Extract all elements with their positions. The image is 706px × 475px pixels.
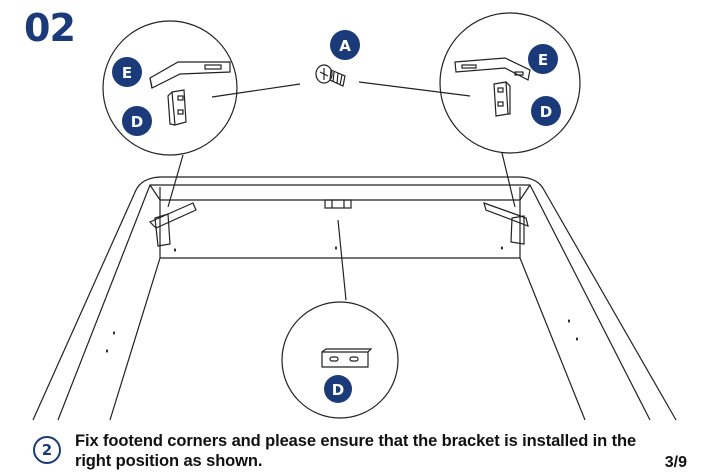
page-indicator: 3/9 <box>664 454 687 471</box>
center-detail-circle <box>281 301 399 419</box>
left-detail-circle <box>102 20 238 156</box>
assembly-diagram: A E D E D D <box>32 12 677 421</box>
svg-text:D: D <box>540 103 552 121</box>
left-corner-bracket <box>148 202 197 247</box>
center-bracket <box>324 199 352 209</box>
screw-leader-left <box>211 83 301 98</box>
right-leader-line <box>501 152 516 208</box>
badge-d-center: D <box>324 375 352 403</box>
frame-holes <box>106 246 578 353</box>
bed-frame <box>32 176 677 421</box>
center-leader-line <box>337 219 347 301</box>
step-number: 02 <box>24 6 76 50</box>
svg-text:E: E <box>122 64 132 82</box>
instruction-number: 2 <box>33 436 61 464</box>
right-detail-circle <box>439 12 581 154</box>
screw-leader-right <box>358 81 471 97</box>
left-corner-bracket-icon <box>149 61 231 89</box>
svg-text:D: D <box>332 381 344 399</box>
badge-a: A <box>330 30 360 60</box>
svg-text:A: A <box>339 37 351 55</box>
instruction-text: Fix footend corners and please ensure th… <box>75 432 637 470</box>
screw-icon <box>315 64 346 87</box>
right-angle-bracket-icon <box>493 81 511 117</box>
svg-text:D: D <box>131 113 143 131</box>
right-corner-bracket <box>483 202 529 245</box>
left-leader-line <box>167 154 184 208</box>
svg-text:E: E <box>538 51 548 69</box>
center-angle-bracket-icon <box>321 348 373 368</box>
badge-e-left: E <box>112 57 142 87</box>
badge-d-right: D <box>531 96 561 126</box>
left-angle-bracket-icon <box>167 89 187 126</box>
right-corner-bracket-icon <box>454 57 531 81</box>
badge-d-left: D <box>122 106 152 136</box>
badge-e-right: E <box>528 44 558 74</box>
